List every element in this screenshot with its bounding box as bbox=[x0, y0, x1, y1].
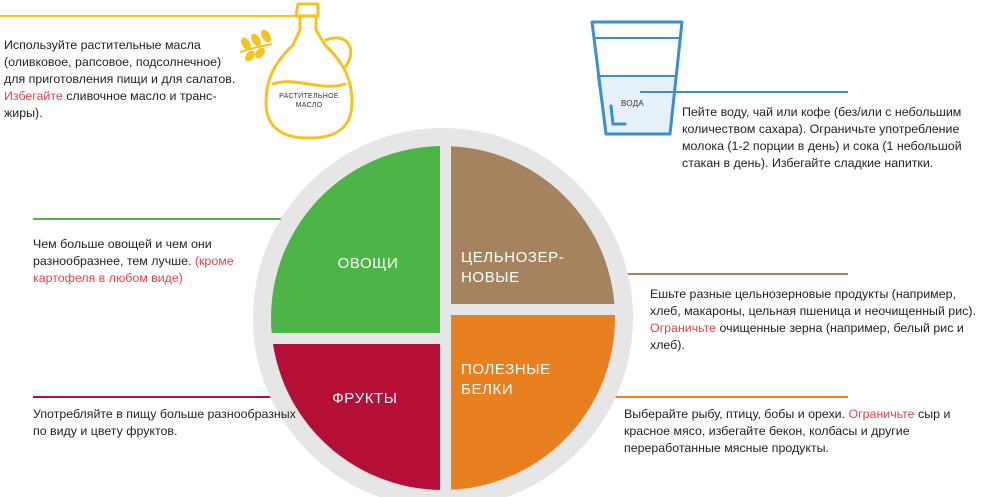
grains-label-line1: ЦЕЛЬНОЗЕР- bbox=[461, 249, 564, 266]
fruits-description: Употребляйте в пищу больше разнообразных… bbox=[33, 406, 301, 440]
proteins-label-line1: ПОЛЕЗНЫЕ bbox=[461, 361, 551, 378]
proteins-text-highlight: Ограничьте bbox=[848, 407, 915, 421]
grains-text-b: очищенные зерна (например, белый рис и х… bbox=[650, 321, 964, 352]
oil-description: Используйте растительные масла (оливково… bbox=[4, 37, 242, 122]
vegetables-description: Чем больше овощей и чем они разнообразне… bbox=[33, 236, 248, 287]
water-glass-label: ВОДА bbox=[621, 99, 644, 108]
leaf-sprig-icon bbox=[239, 29, 273, 62]
oil-text-highlight: Избегайте bbox=[4, 89, 63, 103]
grains-text-highlight: Ограничьте bbox=[650, 321, 717, 335]
water-glass-icon bbox=[590, 20, 684, 136]
vegetables-label: ОВОЩИ bbox=[338, 255, 399, 272]
fruits-label: ФРУКТЫ bbox=[332, 390, 397, 407]
oil-bottle-label-line2: МАСЛО bbox=[296, 102, 323, 109]
grains-label-line2: НОВЫЕ bbox=[461, 269, 520, 286]
proteins-label-line2: БЕЛКИ bbox=[461, 381, 513, 398]
proteins-text-a: Выберайте рыбу, птицу, бобы и орехи. bbox=[624, 407, 849, 421]
oil-bottle-icon bbox=[264, 2, 354, 140]
vegetables-text-highlight: (кроме картофеля в любом виде) bbox=[33, 254, 234, 285]
grains-description: Ешьте разные цельнозерновые продукты (на… bbox=[650, 286, 980, 354]
oil-bottle-label-line1: РАСТИТЕЛЬНОЕ bbox=[279, 93, 339, 100]
oil-text-b: сливочное масло и транс-жиры). bbox=[4, 89, 217, 120]
proteins-text-b: сыр и красное мясо, избегайте бекон, кол… bbox=[624, 407, 951, 455]
fruits-text: Употребляйте в пищу больше разнообразных… bbox=[33, 407, 296, 438]
water-description: Пейте воду, чай или кофе (без/или с небо… bbox=[682, 104, 972, 172]
grains-text-a: Ешьте разные цельнозерновые продукты (на… bbox=[650, 287, 976, 318]
oil-text-a: Используйте растительные масла (оливково… bbox=[4, 38, 236, 86]
water-text: Пейте воду, чай или кофе (без/или с небо… bbox=[682, 105, 962, 170]
vegetables-text: Чем больше овощей и чем они разнообразне… bbox=[33, 237, 212, 268]
proteins-description: Выберайте рыбу, птицу, бобы и орехи. Огр… bbox=[624, 406, 954, 457]
